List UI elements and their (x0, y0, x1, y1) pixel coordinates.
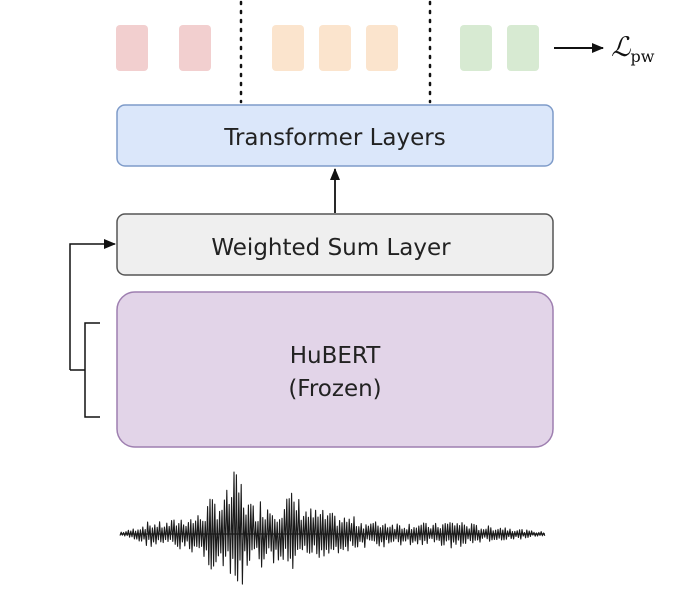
waveform-trace (119, 471, 546, 585)
hubert-box (116, 291, 554, 448)
weighted-sum-label: Weighted Sum Layer (211, 235, 451, 261)
audio-waveform-icon (119, 471, 546, 585)
token-green-1 (460, 25, 492, 71)
hubert-frozen-label: (Frozen) (288, 376, 381, 402)
token-orange-1 (272, 25, 304, 71)
loss-symbol: ℒ (611, 32, 631, 63)
transformer-layers-label: Transformer Layers (223, 125, 445, 151)
loss-label: ℒpw (611, 32, 655, 66)
arrow-bracket-to-weighted (69, 239, 116, 370)
weighted-sum-box (116, 213, 554, 276)
transformer-layers-box (116, 104, 554, 167)
layer-bracket (84, 322, 100, 418)
token-orange-3 (366, 25, 398, 71)
hubert-label: HuBERT (290, 343, 381, 369)
output-token-row (116, 25, 539, 71)
token-red-2 (179, 25, 211, 71)
token-orange-2 (319, 25, 351, 71)
weighted-sum-block: Weighted Sum Layer (116, 213, 554, 276)
token-red-1 (116, 25, 148, 71)
transformer-layers-block: Transformer Layers (116, 104, 554, 167)
loss-subscript: pw (630, 47, 654, 66)
hubert-block: HuBERT (Frozen) (116, 291, 554, 448)
token-green-2 (507, 25, 539, 71)
